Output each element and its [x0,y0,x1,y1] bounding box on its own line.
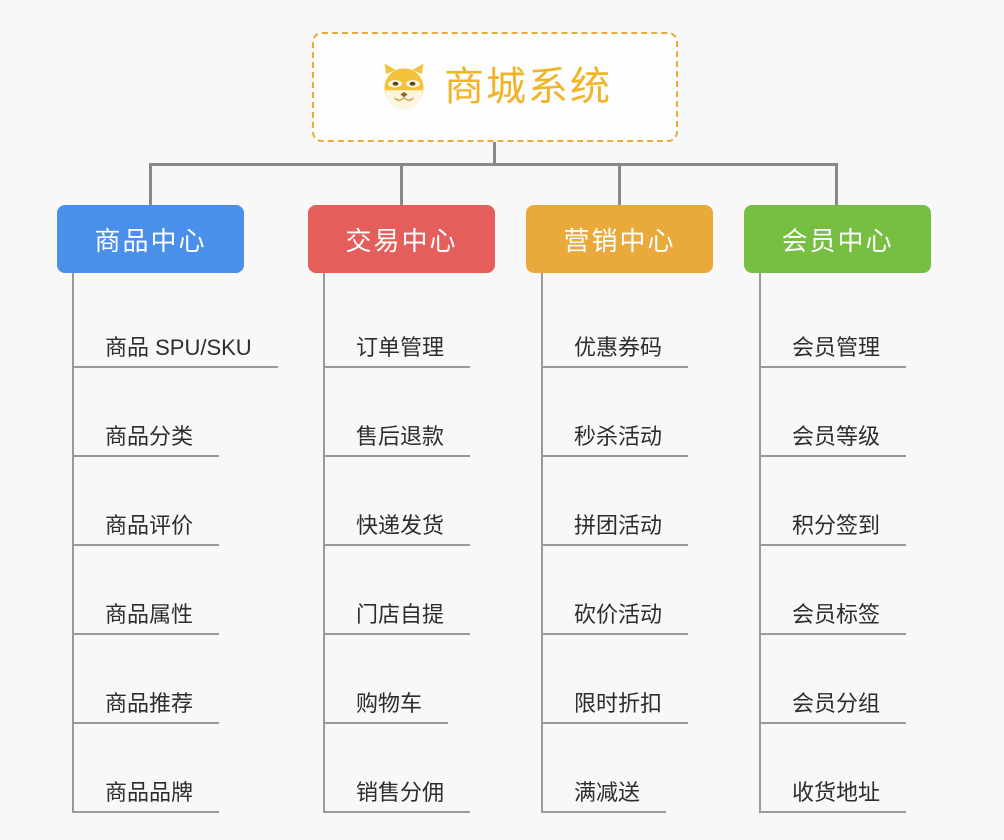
leaf-item[interactable]: 门店自提 [308,546,523,635]
leaf-item[interactable]: 收货地址 [744,724,959,813]
leaf-item[interactable]: 商品品牌 [57,724,297,813]
leaf-item[interactable]: 商品属性 [57,546,297,635]
leaf-item[interactable]: 优惠券码 [526,279,741,368]
leaf-item[interactable]: 限时折扣 [526,635,741,724]
leaf-item[interactable]: 会员等级 [744,368,959,457]
category-label: 会员中心 [781,225,894,256]
leaf-label: 积分签到 [792,512,881,538]
leaf-label: 优惠券码 [574,334,663,360]
leaf-label: 商品属性 [105,601,194,627]
leaf-label: 会员标签 [792,601,881,627]
root-node[interactable]: 商城系统 [312,32,678,142]
leaf-item[interactable]: 会员管理 [744,279,959,368]
leaf-item[interactable]: 满减送 [526,724,741,813]
leaf-label: 砍价活动 [574,601,663,627]
leaf-label: 会员等级 [792,423,881,449]
leaf-item[interactable]: 会员标签 [744,546,959,635]
connector-spine [72,273,74,813]
category-label: 营销中心 [563,225,676,256]
leaf-label: 会员分组 [792,690,881,716]
leaf-list-product: 商品 SPU/SKU 商品分类 商品评价 商品属性 商品推荐 商品品牌 [57,273,297,813]
leaf-label: 售后退款 [356,423,445,449]
leaf-label: 会员管理 [792,334,881,360]
leaf-label: 秒杀活动 [574,423,663,449]
root-label: 商城系统 [444,65,612,109]
leaf-label: 门店自提 [356,601,445,627]
connector-drop-3 [835,163,838,207]
category-column-member: 会员中心 会员管理 会员等级 积分签到 会员标签 会员分组 收货地址 [744,205,959,813]
leaf-label: 快递发货 [356,512,445,538]
leaf-item[interactable]: 购物车 [308,635,523,724]
leaf-item[interactable]: 销售分佣 [308,724,523,813]
connector-bus [149,163,837,166]
leaf-label: 收货地址 [792,779,881,805]
leaf-label: 商品分类 [105,423,194,449]
leaf-label: 限时折扣 [574,690,663,716]
connector-root-stem [493,142,496,165]
category-column-trade: 交易中心 订单管理 售后退款 快递发货 门店自提 购物车 销售分佣 [308,205,523,813]
leaf-label: 满减送 [574,779,641,805]
category-label: 商品中心 [94,225,207,256]
leaf-list-member: 会员管理 会员等级 积分签到 会员标签 会员分组 收货地址 [744,273,959,813]
connector-spine [323,273,325,813]
leaf-item[interactable]: 商品推荐 [57,635,297,724]
leaf-item[interactable]: 商品评价 [57,457,297,546]
connector-drop-2 [618,163,621,207]
category-column-product: 商品中心 商品 SPU/SKU 商品分类 商品评价 商品属性 商品推荐 商品品牌 [57,205,297,813]
category-column-marketing: 营销中心 优惠券码 秒杀活动 拼团活动 砍价活动 限时折扣 满减送 [526,205,741,813]
category-label: 交易中心 [345,225,458,256]
category-box-marketing[interactable]: 营销中心 [526,205,713,273]
leaf-item[interactable]: 拼团活动 [526,457,741,546]
leaf-item[interactable]: 商品 SPU/SKU [57,279,297,368]
leaf-label: 商品推荐 [105,690,194,716]
leaf-list-marketing: 优惠券码 秒杀活动 拼团活动 砍价活动 限时折扣 满减送 [526,273,741,813]
leaf-item[interactable]: 售后退款 [308,368,523,457]
leaf-label: 订单管理 [356,334,445,360]
category-box-trade[interactable]: 交易中心 [308,205,495,273]
leaf-label: 商品品牌 [105,779,194,805]
connector-spine [541,273,543,813]
leaf-label: 拼团活动 [574,512,663,538]
leaf-list-trade: 订单管理 售后退款 快递发货 门店自提 购物车 销售分佣 [308,273,523,813]
leaf-label: 商品 SPU/SKU [105,334,252,360]
leaf-item[interactable]: 商品分类 [57,368,297,457]
leaf-label: 销售分佣 [356,779,445,805]
leaf-label: 商品评价 [105,512,194,538]
leaf-item[interactable]: 秒杀活动 [526,368,741,457]
category-box-product[interactable]: 商品中心 [57,205,244,273]
leaf-item[interactable]: 积分签到 [744,457,959,546]
connector-drop-0 [149,163,152,207]
shiba-dog-icon [378,61,430,113]
connector-drop-1 [400,163,403,207]
category-box-member[interactable]: 会员中心 [744,205,931,273]
leaf-item[interactable]: 砍价活动 [526,546,741,635]
leaf-item[interactable]: 会员分组 [744,635,959,724]
connector-spine [759,273,761,813]
leaf-item[interactable]: 订单管理 [308,279,523,368]
leaf-item[interactable]: 快递发货 [308,457,523,546]
leaf-label: 购物车 [356,690,423,716]
